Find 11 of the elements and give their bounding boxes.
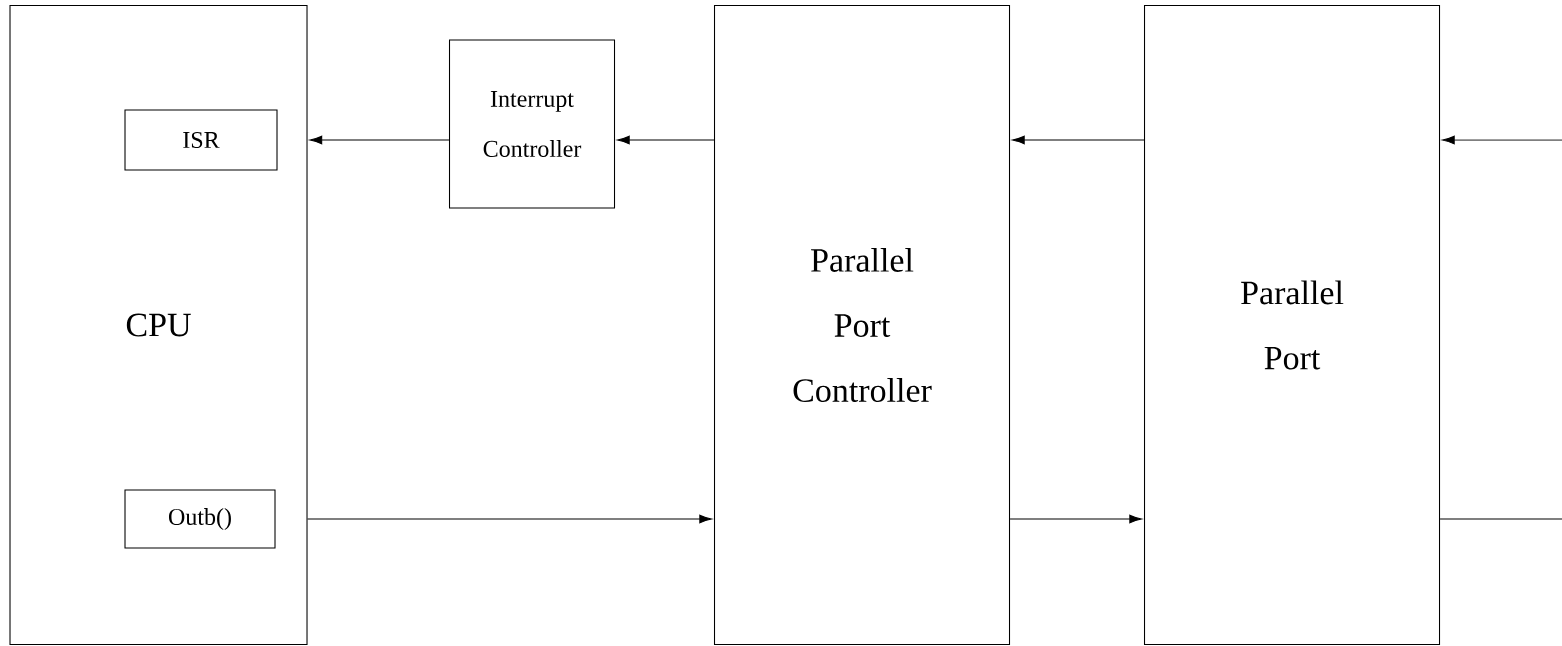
arrow — [617, 135, 715, 145]
arrow — [307, 514, 712, 524]
arrow — [309, 135, 450, 145]
process-box: ISR — [124, 109, 278, 171]
process-box: Outb() — [124, 489, 276, 549]
arrow — [1012, 135, 1145, 145]
process-box: Parallel Port Controller — [713, 4, 1011, 646]
process-box: Parallel Port — [1144, 4, 1441, 646]
arrow — [1442, 135, 1562, 145]
arrow — [1009, 514, 1142, 524]
process-box: Interrupt Controller — [448, 39, 616, 209]
